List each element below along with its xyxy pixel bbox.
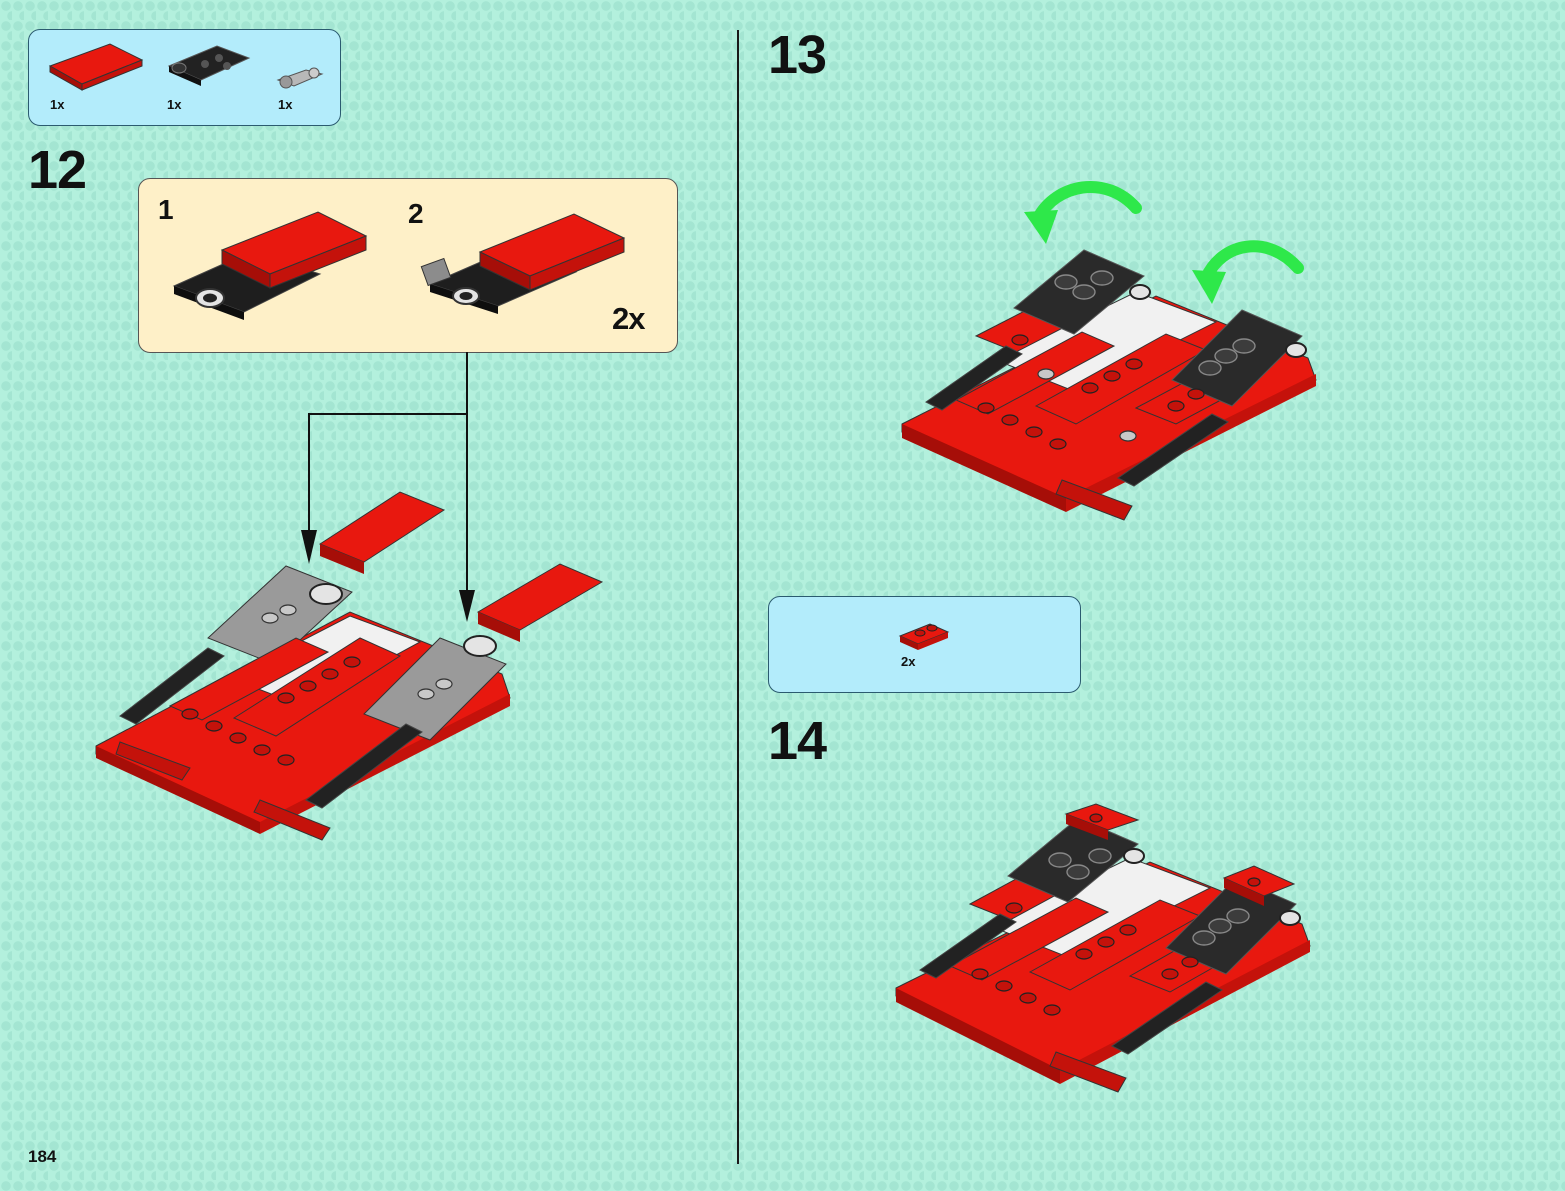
red-plate-1x2-part-icon [898, 620, 952, 652]
step-number: 14 [768, 714, 826, 768]
part-qty: 2x [901, 654, 915, 669]
step-number: 13 [768, 28, 826, 82]
step13-model-illustration [896, 180, 1326, 530]
page-number: 184 [28, 1147, 56, 1167]
page-divider [737, 30, 739, 1164]
step12-model-illustration [90, 488, 610, 848]
step14-model-illustration [890, 800, 1320, 1100]
